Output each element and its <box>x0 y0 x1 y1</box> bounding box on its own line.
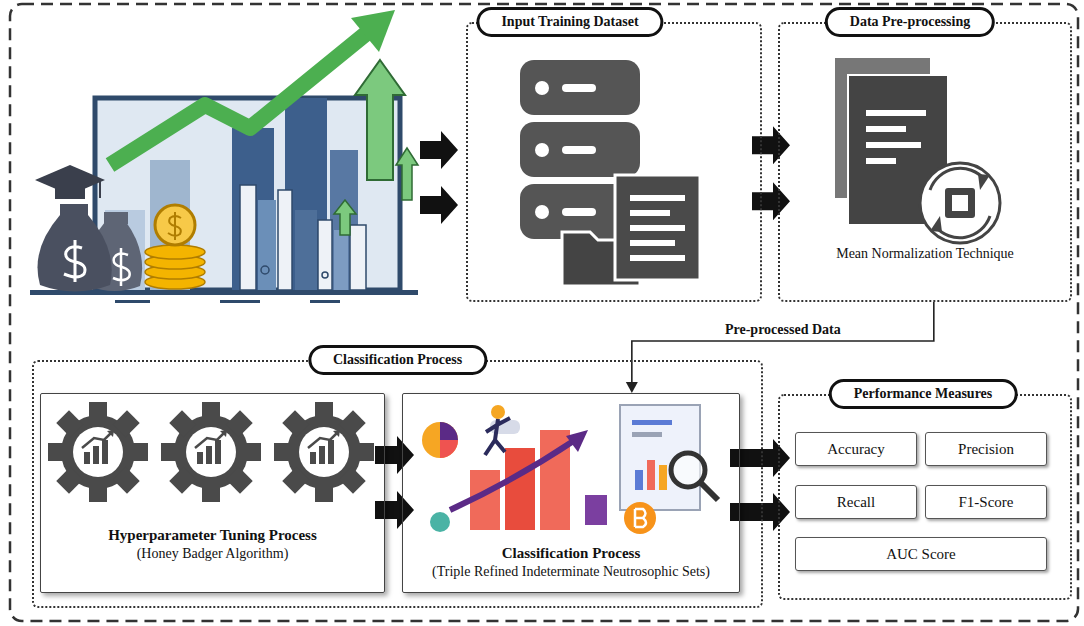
input-arrows <box>420 131 458 224</box>
box-text: (Honey Badger Algorithm) <box>49 545 376 564</box>
classification-illustration <box>422 405 718 534</box>
metric-label: Precision <box>952 441 1020 458</box>
connector-label: Pre-processed Data <box>722 322 844 338</box>
title-holder: Data Pre-processing <box>825 7 995 37</box>
gears-icon <box>48 402 374 502</box>
finance-illustration <box>30 10 418 303</box>
metric-label: Accuracy <box>821 441 890 458</box>
document-icon <box>835 58 1000 243</box>
block-arrow-shape <box>375 491 414 529</box>
text-column: Classification Process(Triple Refined In… <box>403 543 739 582</box>
panel-box: Performance MeasuresAccuracyPrecisionRec… <box>778 394 1072 600</box>
block-arrow-shape <box>730 439 790 477</box>
metric-label: F1-Score <box>953 494 1020 511</box>
process-box: Hyperparameter Tuning Process(Honey Badg… <box>40 393 385 593</box>
title-holder: Input Training Dataset <box>476 7 663 37</box>
metric-label: AUC Score <box>880 546 962 563</box>
process-box: Classification Process(Triple Refined In… <box>402 393 740 593</box>
block-arrow <box>730 439 790 531</box>
arrow-head <box>626 382 638 393</box>
metric-box: F1-Score <box>925 485 1047 519</box>
metric-label: Recall <box>831 494 881 511</box>
outer-frame <box>10 4 1078 621</box>
panel-box: Classification Process Hyperparameter Tun… <box>32 360 763 608</box>
block-arrow <box>375 436 414 529</box>
title-holder: Classification Process <box>308 345 487 375</box>
block-arrow-shape <box>730 493 790 531</box>
panel-title: Data Pre-processing <box>825 7 995 37</box>
panel-title: Classification Process <box>308 345 487 375</box>
metric-box: Recall <box>795 485 917 519</box>
connector-line <box>632 302 934 384</box>
panel-box: Data Pre-processingMean Normalization Te… <box>778 22 1072 302</box>
text-column: Mean Normalization Technique <box>780 245 1070 264</box>
panel-title: Input Training Dataset <box>476 7 663 37</box>
block-arrow <box>752 126 790 220</box>
metric-box: Accuracy <box>795 432 917 466</box>
block-arrow-shape <box>752 126 790 164</box>
metric-box: AUC Score <box>795 537 1047 571</box>
box-text: (Triple Refined Indeterminate Neutrosoph… <box>411 563 731 582</box>
box-title: Classification Process <box>411 543 731 563</box>
box-text: Mean Normalization Technique <box>788 245 1062 264</box>
block-arrow-shape <box>375 436 414 474</box>
panel-title: Performance Measures <box>829 379 1018 409</box>
panel-box: Input Training Dataset <box>466 22 762 302</box>
title-holder: Performance Measures <box>829 379 1018 409</box>
box-title: Hyperparameter Tuning Process <box>49 525 376 545</box>
text-column: Hyperparameter Tuning Process(Honey Badg… <box>41 525 384 564</box>
metric-box: Precision <box>925 432 1047 466</box>
database-icon <box>520 60 700 286</box>
block-arrow-shape <box>752 182 790 220</box>
